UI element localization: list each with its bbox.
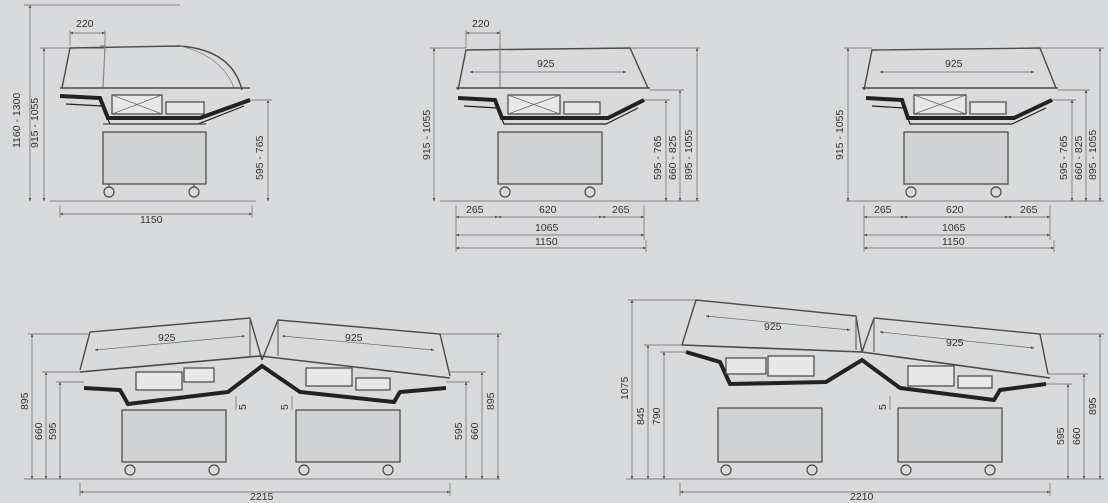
front-view-center-dimensions xyxy=(430,30,700,252)
side-view-left-dimensions xyxy=(24,4,272,218)
combo-view-left xyxy=(24,317,500,480)
combo-left-dim-h-left3: 595 xyxy=(47,422,59,440)
combo-left-dim-h-right1: 595 xyxy=(453,422,465,440)
front-center-dim-seg-mid: 620 xyxy=(539,204,557,216)
front-right-dim-total2: 1150 xyxy=(942,236,965,248)
combo-view-right-dimensions xyxy=(628,299,1104,496)
front-center-dim-total2: 1150 xyxy=(535,236,558,248)
front-center-dim-h-right1: 595 - 765 xyxy=(652,135,664,180)
front-right-dim-h-right3: 895 - 1055 xyxy=(1087,130,1099,180)
front-view-right xyxy=(846,47,1104,202)
front-right-dim-seg-mid: 620 xyxy=(946,204,964,216)
side-left-dim-bottom: 1150 xyxy=(140,214,163,226)
combo-view-left-dimensions xyxy=(28,333,502,496)
combo-view-right xyxy=(626,299,1104,480)
combo-right-dim-bottom: 2210 xyxy=(850,491,874,503)
side-left-dim-top: 220 xyxy=(76,18,94,30)
front-center-dim-seg-right: 265 xyxy=(612,204,630,216)
combo-right-dim-h-left1: 1075 xyxy=(619,376,631,400)
side-view-left xyxy=(50,45,256,202)
combo-left-dim-h-left1: 895 xyxy=(19,392,31,410)
combo-right-dim-h-right1: 595 xyxy=(1055,427,1067,445)
front-center-dim-glass: 925 xyxy=(537,58,555,70)
side-left-dim-h-right: 595 - 765 xyxy=(254,135,266,180)
front-right-dim-h-right1: 595 - 765 xyxy=(1058,135,1070,180)
front-right-dim-total1: 1065 xyxy=(942,222,966,234)
front-center-dim-seg-left: 265 xyxy=(466,204,484,216)
combo-left-dim-h-left2: 660 xyxy=(33,422,45,440)
front-view-right-dimensions xyxy=(844,47,1104,252)
front-right-dim-h-right2: 660 - 825 xyxy=(1073,135,1085,180)
combo-right-dim-h-right3: 895 xyxy=(1087,397,1099,415)
combo-left-dim-glass-left: 925 xyxy=(158,332,176,344)
front-view-center xyxy=(440,46,700,202)
combo-left-dim-bottom: 2215 xyxy=(250,491,274,503)
front-center-dim-top: 220 xyxy=(472,18,490,30)
combo-left-dim-gap-right: 5 xyxy=(279,404,291,410)
front-center-dim-h-right3: 895 - 1055 xyxy=(683,130,695,180)
front-right-dim-seg-left: 265 xyxy=(874,204,892,216)
front-center-dim-h-right2: 660 - 825 xyxy=(667,135,679,180)
front-center-dim-h-left: 915 - 1055 xyxy=(421,110,433,160)
combo-right-dim-glass-left: 925 xyxy=(764,321,782,333)
front-right-dim-seg-right: 265 xyxy=(1020,204,1038,216)
combo-right-dim-h-left3: 790 xyxy=(651,407,663,425)
front-right-dim-glass: 925 xyxy=(945,58,963,70)
front-center-dim-total1: 1065 xyxy=(535,222,559,234)
front-right-dim-h-left: 915 - 1055 xyxy=(834,110,846,160)
combo-left-dim-h-right2: 660 xyxy=(469,422,481,440)
side-left-dim-h-inner: 915 - 1055 xyxy=(29,98,41,148)
combo-right-dim-gap: 5 xyxy=(877,404,889,410)
combo-left-dim-glass-right: 925 xyxy=(345,332,363,344)
combo-right-dim-h-left2: 845 xyxy=(635,407,647,425)
combo-right-dim-h-right2: 660 xyxy=(1071,427,1083,445)
combo-left-dim-gap-left: 5 xyxy=(237,404,249,410)
side-left-dim-h-outer: 1160 - 1300 xyxy=(11,93,23,148)
combo-right-dim-glass-right: 925 xyxy=(946,337,964,349)
combo-left-dim-h-right3: 895 xyxy=(485,392,497,410)
